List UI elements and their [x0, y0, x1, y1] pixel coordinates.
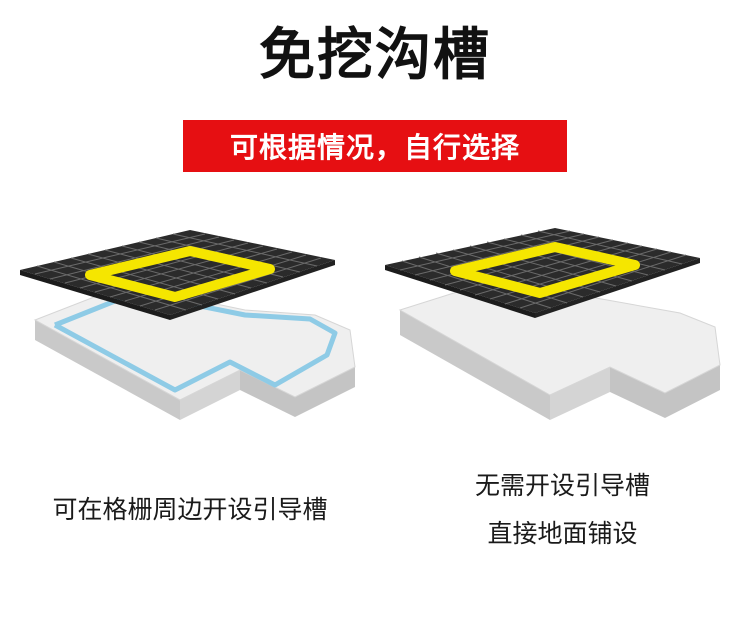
left-caption: 可在格栅周边开设引导槽: [52, 495, 328, 524]
illustration-with-groove: [20, 230, 356, 420]
right-caption-line1: 无需开设引导槽: [474, 471, 650, 500]
right-caption-line2: 直接地面铺设: [487, 519, 638, 548]
grid-mat-left: [20, 230, 335, 320]
page-title: 免挖沟槽: [259, 23, 491, 88]
grid-mat-right: [385, 228, 700, 318]
illustration-direct-laying: [385, 228, 721, 420]
subtitle-banner: 可根据情况，自行选择: [183, 120, 567, 172]
